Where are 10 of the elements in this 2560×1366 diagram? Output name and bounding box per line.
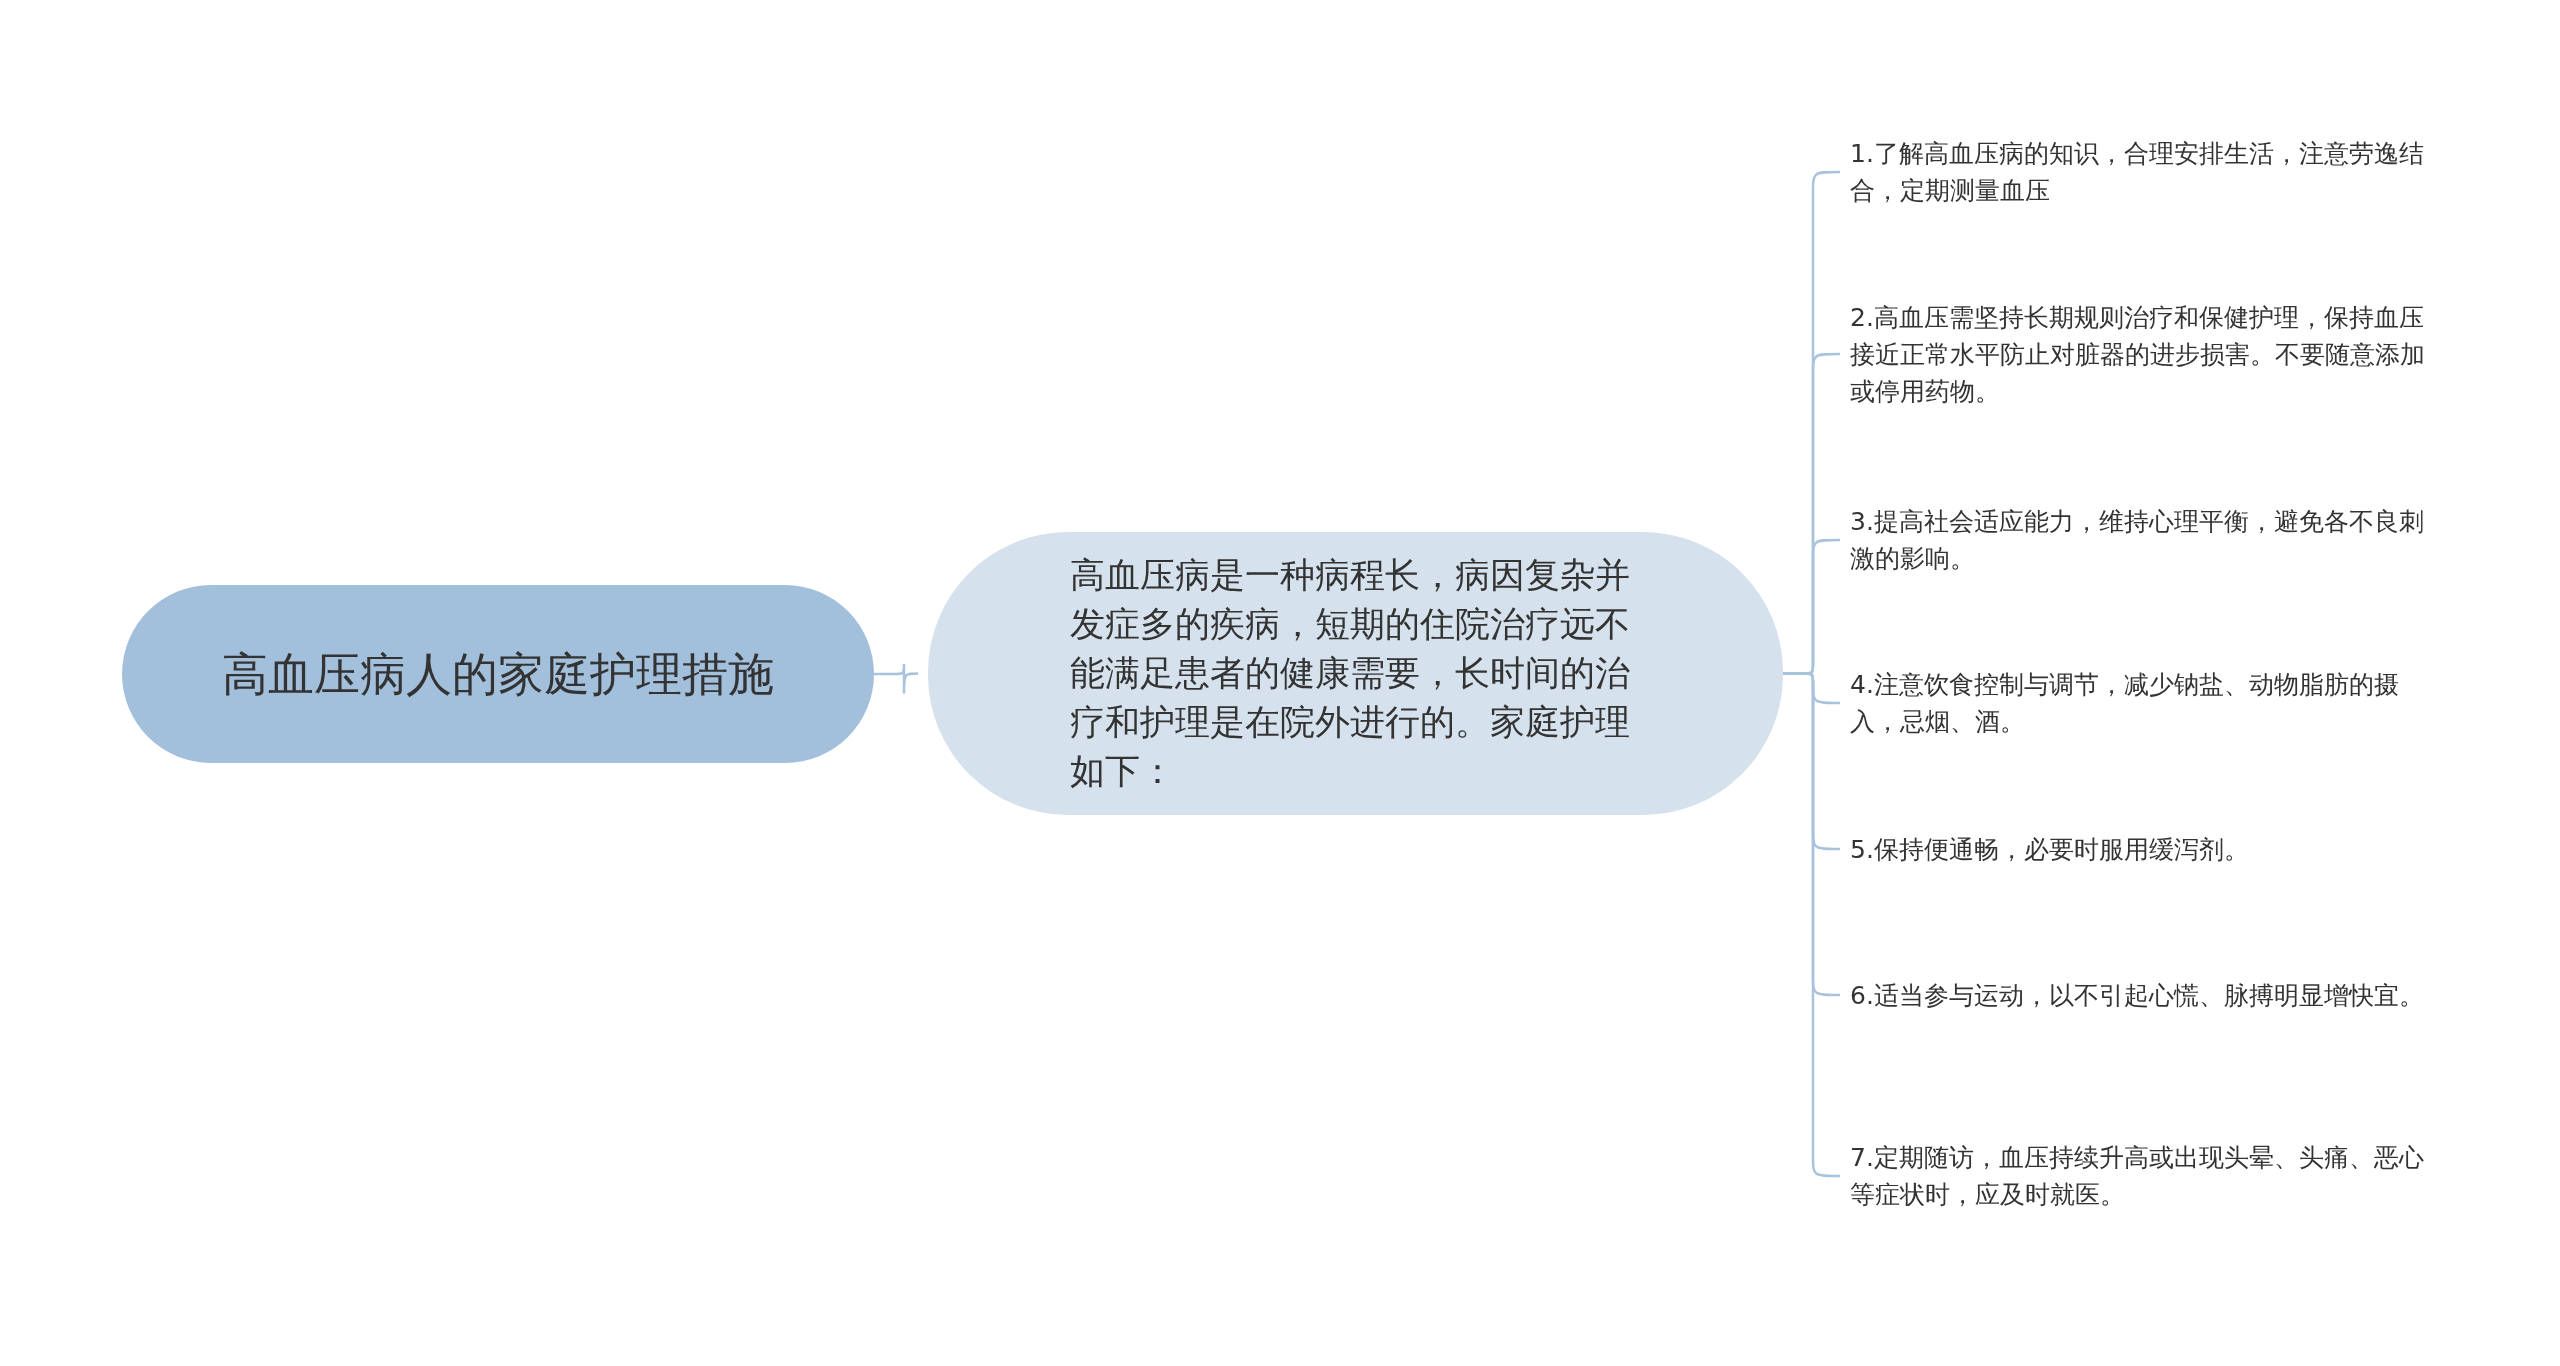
branch-text: 4.注意饮食控制与调节，减少钠盐、动物脂肪的摄入，忌烟、酒。 <box>1850 669 2400 738</box>
branch-text: 1.了解高血压病的知识，合理安排生活，注意劳逸结合，定期测量血压 <box>1850 138 2425 207</box>
branch-text: 3.提高社会适应能力，维持心理平衡，避免各不良刺激的影响。 <box>1850 506 2425 575</box>
branch-text: 5.保持便通畅，必要时服用缓泻剂。 <box>1850 833 2249 866</box>
branch-text: 7.定期随访，血压持续升高或出现头晕、头痛、恶心等症状时，应及时就医。 <box>1850 1142 2425 1211</box>
topic-text: 高血压病人的家庭护理措施 <box>222 646 774 703</box>
branch-text: 2.高血压需坚持长期规则治疗和保健护理，保持血压接近正常水平防止对脏器的进步损害。不要随意添加或停用药物。 <box>1850 301 2426 408</box>
connector-line <box>874 662 918 695</box>
topic-text: 高血压病是一种病程长，病因复杂并发症多的疾病，短期的住院治疗远不能满足患者的健康需要，长时间的治疗和护理是在院外进行的。家庭护理如下： <box>1070 554 1631 793</box>
branch-text: 6.适当参与运动，以不引起心慌、脉搏明显增快宜。 <box>1850 979 2424 1012</box>
